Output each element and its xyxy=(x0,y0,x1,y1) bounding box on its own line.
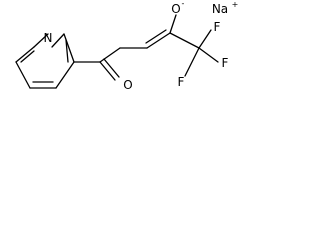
bond-ring-n-c2 xyxy=(51,33,65,48)
atom-fluorine-2: F xyxy=(222,56,229,70)
atom-ketone-oxygen: O xyxy=(123,78,132,92)
bond-carbonyl-up xyxy=(99,47,121,63)
bond-ring-c6-n xyxy=(15,46,35,63)
bond-enol-cf3 xyxy=(169,32,200,49)
bond-cf3-f1 xyxy=(198,29,212,49)
molecule-drawing: N O O - F F F Na + xyxy=(15,0,239,92)
bond-ring-c3-c4 xyxy=(55,61,75,89)
atom-ring-nitrogen: N xyxy=(44,31,53,45)
bond-cf3-f2 xyxy=(198,47,219,63)
bond-ring-inner-3 xyxy=(20,50,35,63)
atom-fluorine-3: F xyxy=(178,75,185,89)
bond-ring-c5-c6 xyxy=(15,61,31,89)
counterion-charge: + xyxy=(232,0,239,9)
counterion-sodium: Na xyxy=(212,2,228,16)
bond-cf3-f3 xyxy=(184,47,200,77)
bond-ring-c2-c3 xyxy=(63,33,75,63)
enolate-charge: - xyxy=(182,0,185,8)
bond-ring-n-c6 xyxy=(33,33,49,48)
atom-enolate-oxygen: O xyxy=(171,2,180,16)
bond-enol-double-b xyxy=(145,29,167,44)
bond-lines xyxy=(15,14,219,89)
structure-canvas: N O O - F F F Na + xyxy=(0,0,265,122)
bond-enol-c-o xyxy=(169,14,177,34)
atom-fluorine-1: F xyxy=(214,20,221,34)
bond-ring-inner-1 xyxy=(65,39,69,63)
bond-enol-double-a xyxy=(146,32,171,49)
bond-carbonyl-o-a xyxy=(99,61,116,81)
bond-carbonyl-o-b xyxy=(103,58,120,78)
